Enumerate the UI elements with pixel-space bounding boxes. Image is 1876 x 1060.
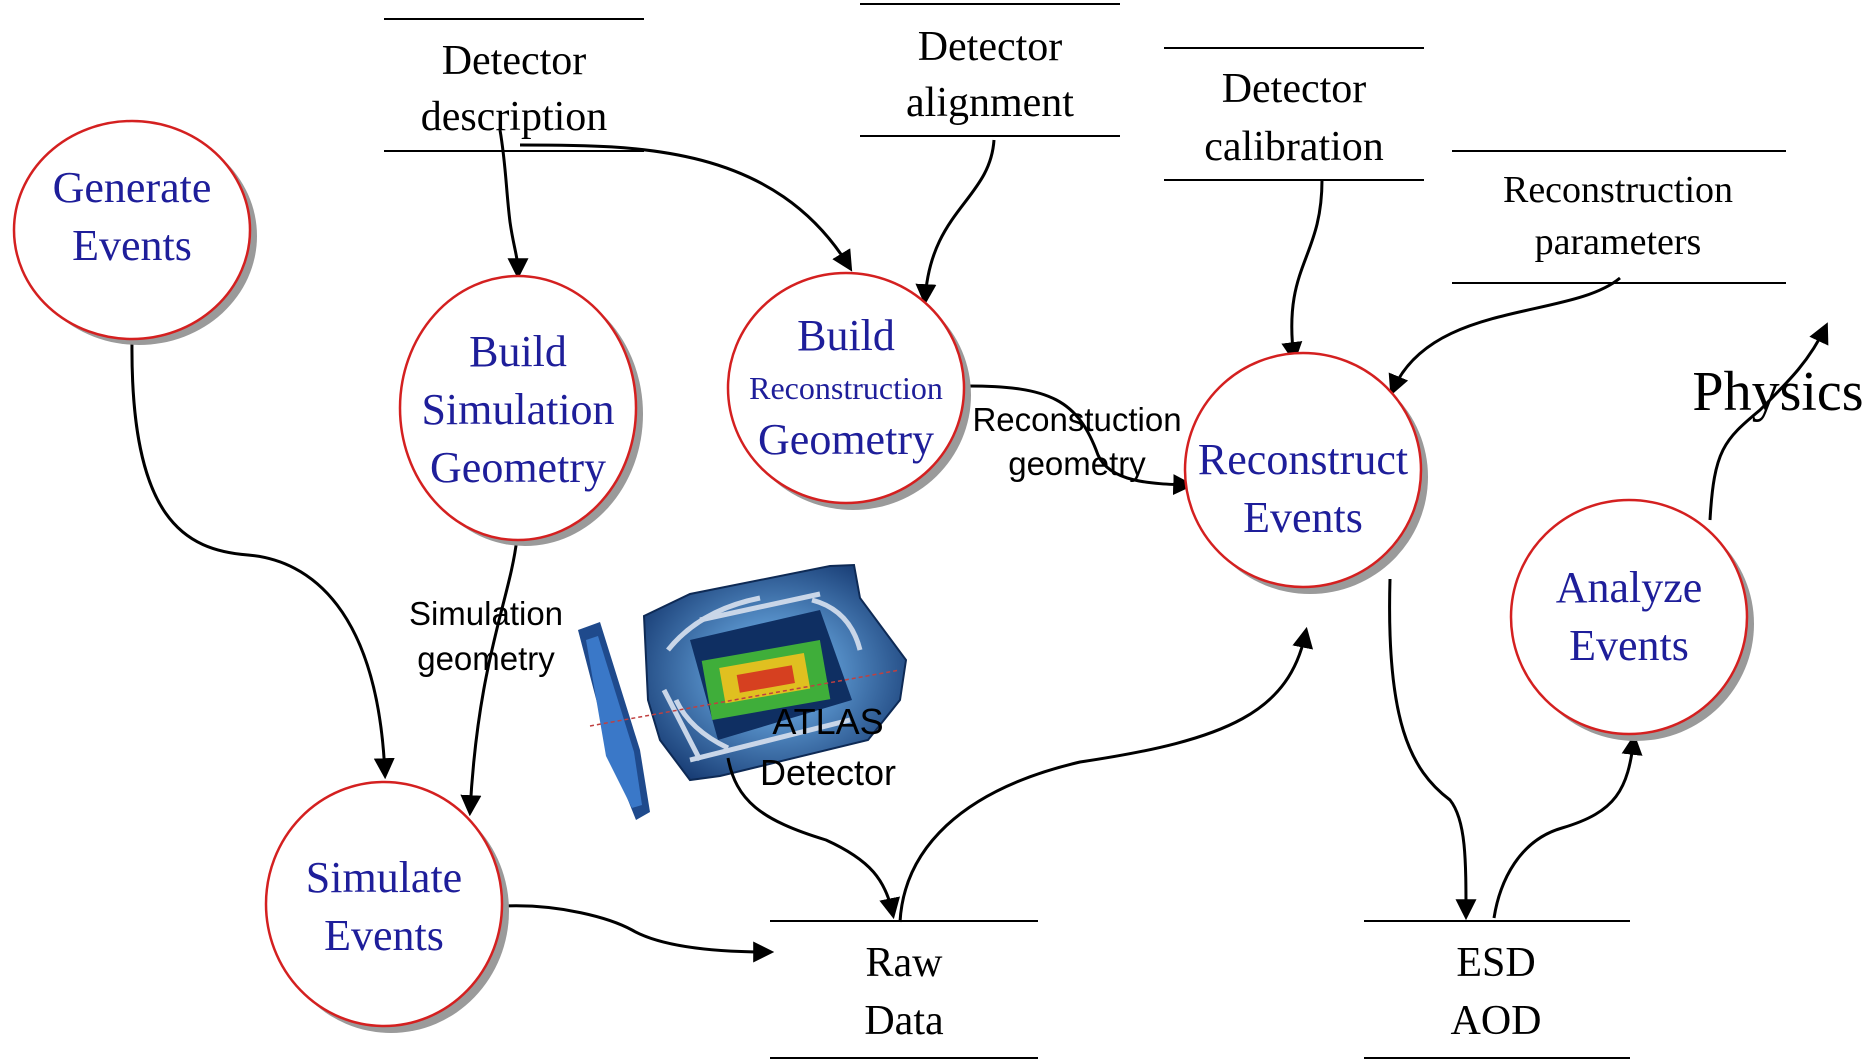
store-raw-data: Raw Data <box>770 920 1038 1059</box>
store-detector-description-line2: description <box>421 94 608 140</box>
flow-arrows <box>130 129 1829 963</box>
arrow-atlas-to-raw <box>726 757 900 920</box>
process-build-reconstruction-geometry-line2: Reconstruction <box>749 370 943 406</box>
flow-label-simulation-geometry-line1: Simulation <box>409 595 563 632</box>
store-reconstruction-parameters: Reconstruction parameters <box>1452 150 1786 284</box>
arrow-esd-to-analyze <box>1492 733 1643 919</box>
process-build-simulation-geometry-line3: Geometry <box>430 443 606 492</box>
flow-label-atlas-detector: ATLAS Detector <box>760 701 896 793</box>
arrow-reconstruct-to-esd <box>1388 578 1477 921</box>
flow-label-reconstruction-geometry-line1: Reconstuction <box>972 401 1181 438</box>
arrow-sim-geometry-to-simulate <box>460 537 519 817</box>
process-reconstruct-events: Reconstruct Events <box>1183 351 1428 594</box>
process-simulate-events-line1: Simulate <box>306 853 462 902</box>
process-analyze-events-line2: Events <box>1569 621 1689 670</box>
arrow-alignment-to-reco-geometry <box>915 139 996 306</box>
process-build-reconstruction-geometry-line3: Geometry <box>758 415 934 464</box>
arrow-generate-to-simulate <box>130 339 395 780</box>
process-analyze-events-line1: Analyze <box>1556 563 1703 612</box>
store-esd-aod: ESD AOD <box>1364 920 1630 1059</box>
process-build-simulation-geometry: Build Simulation Geometry <box>398 274 643 546</box>
flow-label-simulation-geometry-line2: geometry <box>417 640 555 677</box>
process-reconstruct-events-line2: Events <box>1243 493 1363 542</box>
store-detector-alignment-line2: alignment <box>906 80 1074 126</box>
flow-label-atlas-detector-line1: ATLAS <box>772 701 883 742</box>
arrow-raw-to-reconstruct <box>898 626 1314 923</box>
store-detector-calibration-line2: calibration <box>1204 124 1384 170</box>
arrow-parameters-to-reconstruct <box>1388 276 1621 396</box>
process-build-reconstruction-geometry-line1: Build <box>797 311 895 360</box>
process-generate-events: Generate Events <box>12 119 257 345</box>
arrow-description-to-reco-geometry <box>519 143 853 272</box>
flow-label-reconstruction-geometry: Reconstuction geometry <box>972 401 1181 482</box>
process-reconstruct-events-line1: Reconstruct <box>1198 435 1408 484</box>
process-analyze-events: Analyze Events <box>1509 498 1754 741</box>
store-detector-alignment: Detector alignment <box>860 3 1120 137</box>
store-reconstruction-parameters-line2: parameters <box>1535 221 1702 263</box>
store-detector-calibration-line1: Detector <box>1222 66 1367 112</box>
process-generate-events-line2: Events <box>72 221 192 270</box>
flow-label-simulation-geometry: Simulation geometry <box>409 595 563 677</box>
store-esd-aod-line2: AOD <box>1451 998 1542 1044</box>
store-raw-data-line2: Data <box>864 998 944 1044</box>
arrow-calibration-to-reconstruct <box>1281 179 1324 364</box>
arrow-description-to-sim-geometry <box>498 129 529 280</box>
store-detector-alignment-line1: Detector <box>918 24 1063 70</box>
process-generate-events-line1: Generate <box>53 163 212 212</box>
store-raw-data-line1: Raw <box>866 940 944 986</box>
process-build-reconstruction-geometry: Build Reconstruction Geometry <box>726 271 971 510</box>
store-detector-description: Detector description <box>384 18 644 152</box>
process-build-simulation-geometry-line1: Build <box>469 327 567 376</box>
store-detector-description-line1: Detector <box>442 38 587 84</box>
process-build-simulation-geometry-line2: Simulation <box>421 385 614 434</box>
physics-label: Physics <box>1692 361 1863 423</box>
store-esd-aod-line1: ESD <box>1456 940 1535 986</box>
process-simulate-events: Simulate Events <box>264 780 509 1033</box>
flow-label-atlas-detector-line2: Detector <box>760 752 896 793</box>
arrow-reco-geometry-to-reconstruct <box>967 384 1195 496</box>
store-reconstruction-parameters-line1: Reconstruction <box>1503 169 1733 211</box>
atlas-detector-image <box>578 563 908 820</box>
arrow-analyze-to-physics <box>1708 322 1829 521</box>
flow-label-reconstruction-geometry-line2: geometry <box>1008 445 1146 482</box>
store-detector-calibration: Detector calibration <box>1164 47 1424 181</box>
process-simulate-events-line2: Events <box>324 911 444 960</box>
arrow-simulate-to-raw <box>504 904 775 963</box>
